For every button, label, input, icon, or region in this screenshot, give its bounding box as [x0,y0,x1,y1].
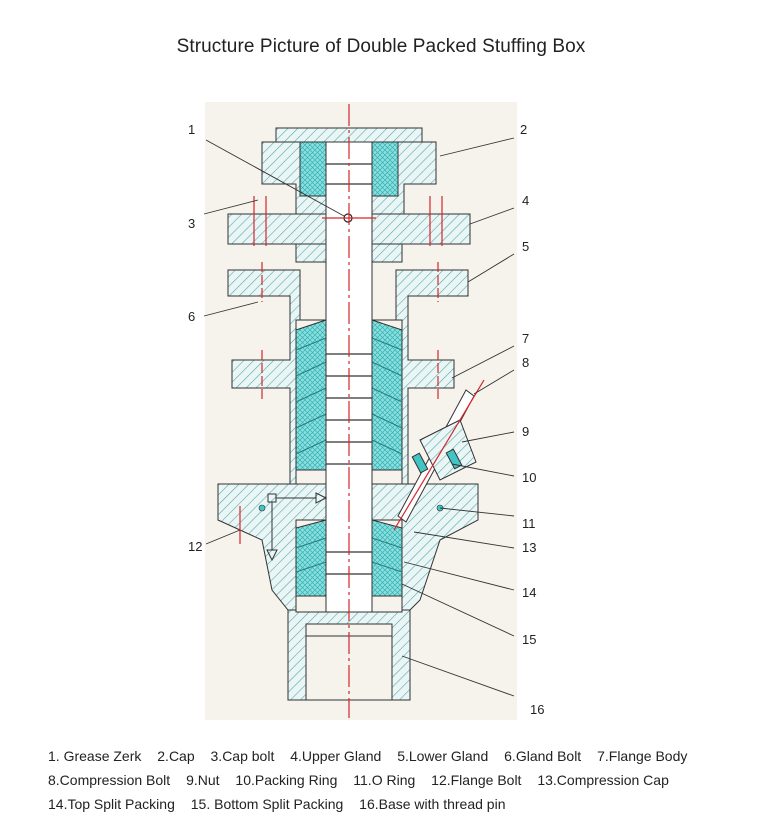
legend-item: 11.O Ring [353,772,416,788]
callout-16: 16 [530,702,544,717]
legend-item: 5.Lower Gland [397,748,489,764]
parts-legend: 1. Grease Zerk 2.Cap 3.Cap bolt 4.Upper … [48,744,699,816]
legend-item: 15. Bottom Split Packing [190,796,344,812]
callout-15: 15 [522,632,536,647]
o-ring-left [258,504,266,512]
legend-row: 8.Compression Bolt 9.Nut 10.Packing Ring… [48,768,699,792]
stuffing-box-drawing: 1 2 3 4 5 6 7 8 9 10 11 12 13 14 15 16 [188,102,544,720]
legend-item: 9.Nut [186,772,220,788]
callout-10: 10 [522,470,536,485]
legend-row: 1. Grease Zerk 2.Cap 3.Cap bolt 4.Upper … [48,744,699,768]
cap-packing-right [371,141,399,197]
callout-14: 14 [522,585,536,600]
cap-top [275,127,423,143]
callout-3: 3 [188,216,195,231]
callout-1: 1 [188,122,195,137]
packing-ring-right [445,448,463,470]
legend-item: 7.Flange Body [597,748,688,764]
callout-7: 7 [522,331,529,346]
callout-labels: 1 2 3 4 5 6 7 8 9 10 11 12 13 14 15 16 [188,122,544,717]
callout-6: 6 [188,309,195,324]
legend-item: 3.Cap bolt [210,748,275,764]
callout-8: 8 [522,355,529,370]
legend-item: 12.Flange Bolt [431,772,522,788]
legend-item: 8.Compression Bolt [48,772,171,788]
legend-item: 14.Top Split Packing [48,796,175,812]
callout-13: 13 [522,540,536,555]
callout-4: 4 [522,193,529,208]
callout-12: 12 [188,539,202,554]
legend-item: 2.Cap [157,748,195,764]
legend-row: 14.Top Split Packing 15. Bottom Split Pa… [48,792,699,816]
legend-item: 1. Grease Zerk [48,748,142,764]
legend-item: 4.Upper Gland [290,748,382,764]
callout-2: 2 [520,122,527,137]
packing-ring-left [411,452,429,474]
legend-item: 16.Base with thread pin [359,796,506,812]
legend-item: 6.Gland Bolt [504,748,582,764]
legend-item: 10.Packing Ring [235,772,338,788]
callout-11: 11 [522,516,536,531]
callout-9: 9 [522,424,529,439]
cap-packing-left [299,141,327,197]
diagram-title: Structure Picture of Double Packed Stuff… [176,36,586,57]
legend-item: 13.Compression Cap [537,772,669,788]
callout-5: 5 [522,239,529,254]
